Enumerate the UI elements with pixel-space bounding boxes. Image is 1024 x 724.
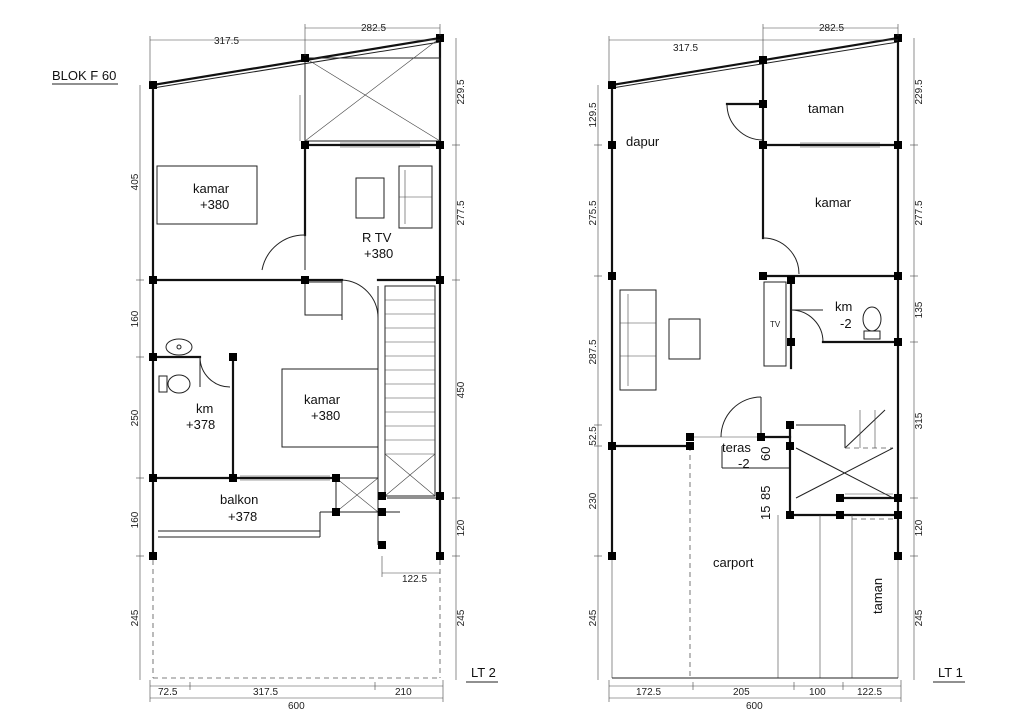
floor-1-label: LT 1 [938,665,963,680]
structural-columns-f1 [608,34,902,560]
f1-km-level: -2 [840,316,852,331]
f1-step-dim-1: 85 [758,486,773,500]
f2-rtv-name: R TV [362,230,392,245]
f1-carport-name: carport [713,555,754,570]
f1-teras-level: -2 [738,456,750,471]
f2-dim-top-left: 317.5 [214,36,239,47]
f1-dim-right-5: 245 [914,609,925,626]
f1-dim-bottom-3: 122.5 [857,687,882,698]
f2-kamar-mid-level: +380 [311,408,340,423]
f1-step-dim-0: 60 [758,447,773,461]
f2-km-level: +378 [186,417,215,432]
f2-dim-right-0: 229.5 [456,79,467,104]
f1-dim-right-2: 135 [914,301,925,318]
f2-dim-top-right: 282.5 [361,23,386,34]
floor-2-label: LT 2 [471,665,496,680]
f1-dim-total: 600 [746,701,763,712]
f1-dim-left-1: 275.5 [588,200,599,225]
f1-kamar-name: kamar [815,195,852,210]
f2-dim-left-2: 250 [130,409,141,426]
f2-km-name: km [196,401,213,416]
f2-balkon-name: balkon [220,492,258,507]
floor-2-plan: kamar +380 R TV +380 kamar +380 km +378 … [130,23,498,712]
f2-dim-stair-offset: 122.5 [402,574,427,585]
f2-kamar-top-level: +380 [200,197,229,212]
f2-dim-total: 600 [288,701,305,712]
structural-columns-f2 [149,34,444,560]
f1-dim-top-right: 282.5 [819,23,844,34]
f1-dim-right-4: 120 [914,519,925,536]
floor-1-plan: dapur taman kamar km -2 TV teras -2 carp… [588,23,965,712]
f1-teras-name: teras [722,440,751,455]
f2-dim-bottom-2: 210 [395,687,412,698]
f2-dimensions: 317.5 282.5 405 160 250 160 245 229.5 27… [130,23,467,712]
f1-dimensions: 317.5 282.5 129.5 275.5 287.5 52.5 230 2… [588,23,925,712]
f1-dim-left-4: 230 [588,492,599,509]
stair-treads-f2 [384,299,436,497]
f1-dim-left-3: 52.5 [588,426,599,446]
f2-rtv-level: +380 [364,246,393,261]
f1-dim-left-0: 129.5 [588,102,599,127]
f2-dim-bottom-0: 72.5 [158,687,178,698]
f1-taman-side-name: taman [870,578,885,614]
f2-dim-right-2: 450 [456,381,467,398]
f2-kamar-top-name: kamar [193,181,230,196]
f2-dim-right-1: 277.5 [456,200,467,225]
f2-dim-right-4: 245 [456,609,467,626]
f1-step-dim-2: 15 [758,506,773,520]
f1-dim-right-0: 229.5 [914,79,925,104]
f2-dim-left-1: 160 [130,310,141,327]
f2-dim-left-3: 160 [130,511,141,528]
f1-dim-right-3: 315 [914,412,925,429]
f1-dim-bottom-0: 172.5 [636,687,661,698]
f1-dim-top-left: 317.5 [673,43,698,54]
f1-taman-top-name: taman [808,101,844,116]
f1-km-name: km [835,299,852,314]
f1-dim-bottom-2: 100 [809,687,826,698]
f1-tv-label: TV [770,320,781,329]
block-title: BLOK F 60 [52,68,116,83]
f1-dim-left-2: 287.5 [588,339,599,364]
f2-dim-right-3: 120 [456,519,467,536]
f2-balkon-level: +378 [228,509,257,524]
f2-dim-left-0: 405 [130,173,141,190]
f2-kamar-mid-name: kamar [304,392,341,407]
f2-dim-bottom-1: 317.5 [253,687,278,698]
f1-dapur-name: dapur [626,134,660,149]
f2-dim-left-4: 245 [130,609,141,626]
f1-dim-bottom-1: 205 [733,687,750,698]
f1-dim-right-1: 277.5 [914,200,925,225]
f1-dim-left-5: 245 [588,609,599,626]
